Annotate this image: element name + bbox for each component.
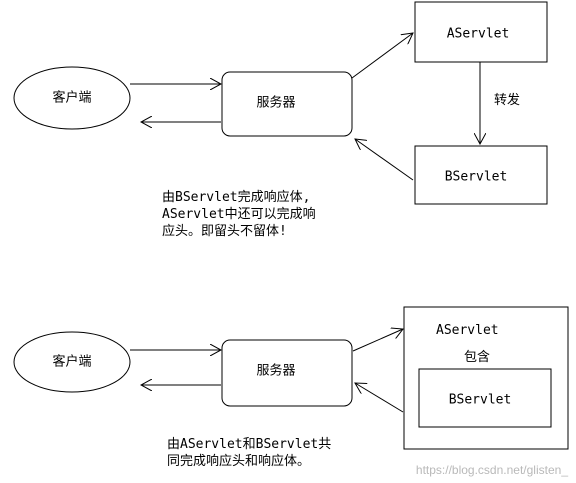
top-server-to-aservlet-arrow <box>351 33 413 79</box>
top-client-node: 客户端 <box>13 66 131 130</box>
top-aservlet-label: AServlet <box>447 27 510 42</box>
bottom-bservlet-box: BServlet <box>418 368 552 428</box>
top-note-line: 由BServlet完成响应体, <box>162 190 311 205</box>
bottom-server-node: 服务器 <box>221 339 353 407</box>
bottom-server-label: 服务器 <box>256 363 295 379</box>
bottom-client-node: 客户端 <box>13 331 131 393</box>
top-bservlet-label: BServlet <box>445 170 508 185</box>
bottom-bservlet-label: BServlet <box>449 393 512 408</box>
bottom-server-to-aservlet-arrow <box>352 329 403 352</box>
bottom-contain-label: 包含 <box>464 349 490 365</box>
top-note-line: AServlet中还可以完成响 <box>162 207 316 222</box>
top-server-label: 服务器 <box>256 95 295 111</box>
top-note: 由BServlet完成响应体, AServlet中还可以完成响 应头。即留头不留… <box>162 189 316 240</box>
watermark: https://blog.csdn.net/glisten_ <box>415 463 568 477</box>
top-server-node: 服务器 <box>221 71 353 137</box>
top-bservlet-box: BServlet <box>414 145 548 205</box>
top-forward-label: 转发 <box>494 92 520 108</box>
top-note-line: 应头。即留头不留体! <box>162 224 287 239</box>
bottom-aservlet-label: AServlet <box>436 323 499 338</box>
bottom-note-line: 同完成响应头和响应体。 <box>167 454 311 469</box>
top-bservlet-to-server-arrow <box>355 139 414 181</box>
bottom-client-label: 客户端 <box>52 354 91 370</box>
bottom-note: 由AServlet和BServlet共 同完成响应头和响应体。 <box>167 436 331 470</box>
bottom-note-line: 由AServlet和BServlet共 <box>167 437 332 452</box>
top-client-label: 客户端 <box>52 90 91 106</box>
bottom-aservlet-to-server-arrow <box>355 383 404 413</box>
top-aservlet-box: AServlet <box>414 1 548 63</box>
